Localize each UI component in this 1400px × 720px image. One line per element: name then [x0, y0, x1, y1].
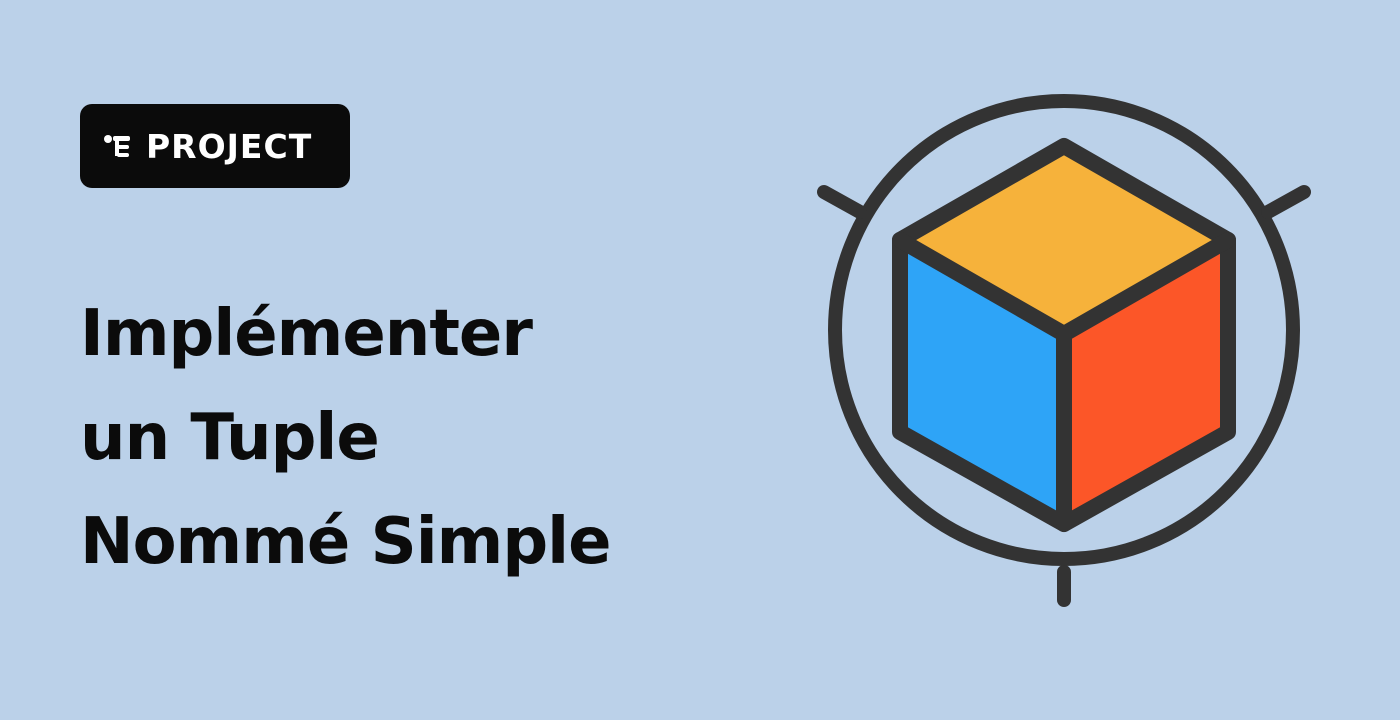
target-tick-left	[817, 185, 867, 219]
project-badge: PROJECT	[80, 104, 350, 188]
title-line-2: un Tuple	[80, 401, 380, 475]
target-tick-right	[1261, 185, 1311, 219]
badge-label: PROJECT	[146, 126, 313, 166]
target-ring	[828, 94, 1300, 566]
project-tree-icon	[102, 130, 136, 162]
title-line-3: Nommé Simple	[80, 505, 611, 579]
title-line-1: Implémenter	[80, 297, 533, 371]
cube-target-icon	[800, 90, 1330, 620]
page-title: Implémenter un Tuple Nommé Simple	[80, 282, 720, 594]
